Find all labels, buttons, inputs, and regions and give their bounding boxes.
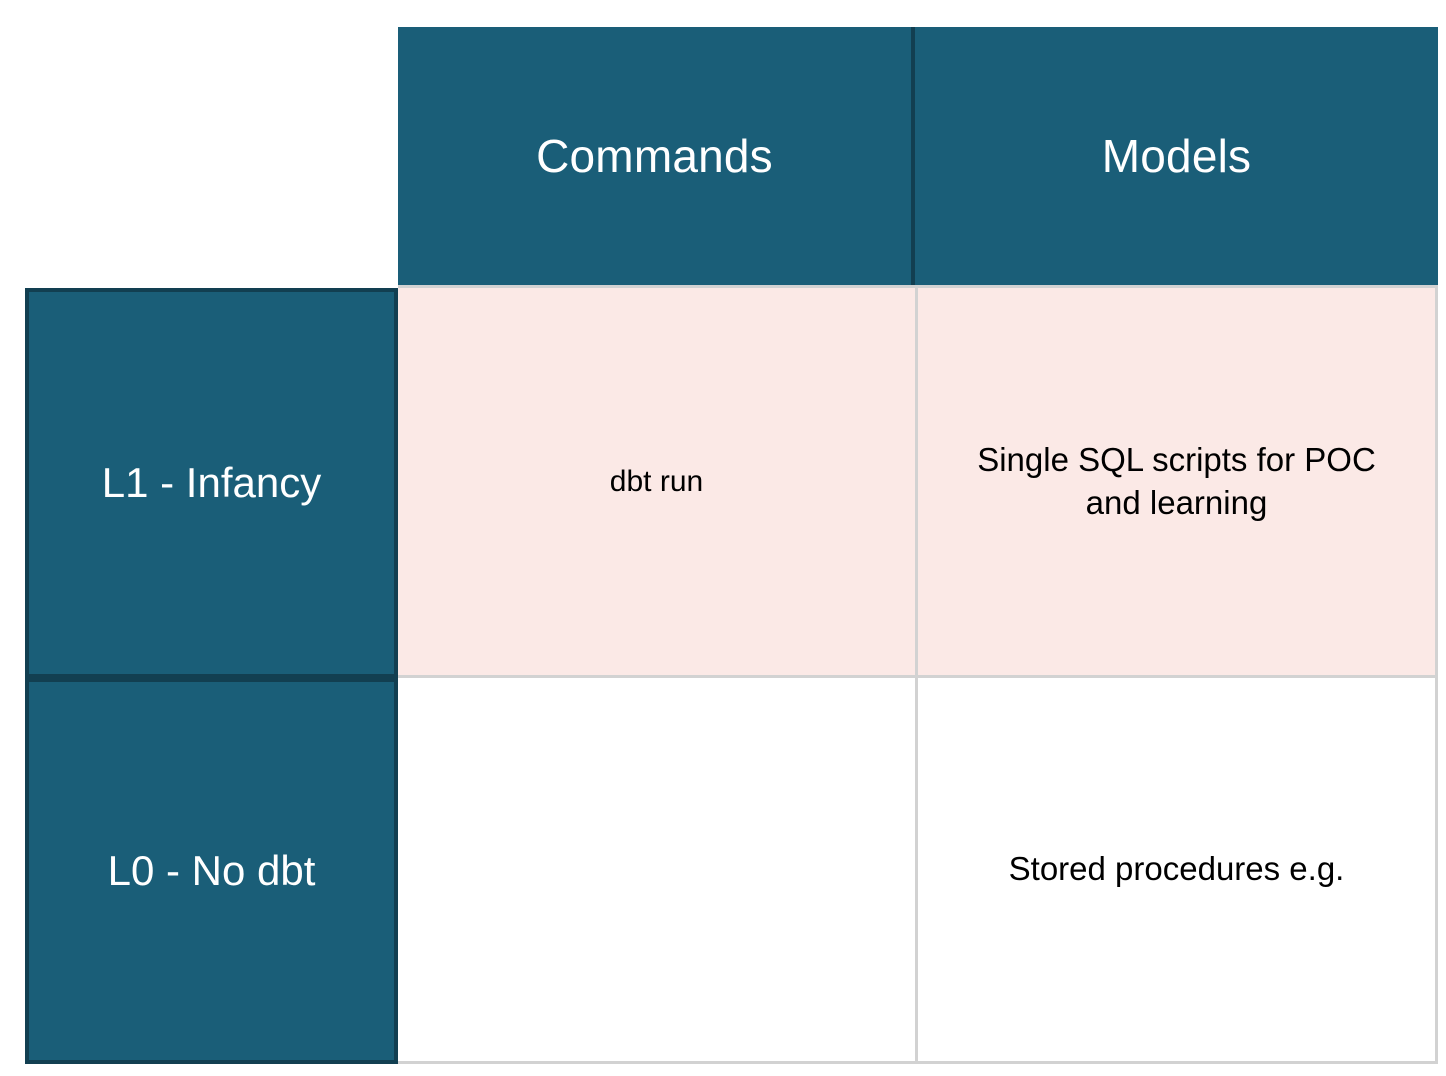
column-header-commands: Commands [398, 27, 915, 285]
cell-l0-models-text: Stored procedures e.g. [1008, 850, 1345, 888]
cell-l1-commands: dbt run [398, 285, 918, 678]
row-header-l1-infancy: L1 - Infancy [25, 288, 398, 678]
cell-l1-models-text: Single SQL scripts for POC and learning [977, 440, 1376, 521]
row-header-l1-infancy-label: L1 - Infancy [101, 458, 322, 506]
cell-l1-commands-text: dbt run [609, 465, 704, 498]
column-header-models-label: Models [1101, 129, 1252, 182]
column-header-models: Models [915, 27, 1438, 285]
column-header-commands-label: Commands [536, 129, 773, 182]
cell-l0-commands [398, 678, 918, 1064]
row-header-l0-no-dbt-label: L0 - No dbt [107, 846, 316, 894]
table-row: dbt run Single SQL scripts for POC and l… [398, 285, 1438, 678]
table-row: Stored procedures e.g. [398, 678, 1438, 1064]
matrix-body: dbt run Single SQL scripts for POC and l… [398, 285, 1438, 1064]
cell-l0-models: Stored procedures e.g. [918, 678, 1438, 1064]
cell-l1-models: Single SQL scripts for POC and learning [918, 285, 1438, 678]
column-header-row: Commands Models [398, 27, 1438, 285]
row-header-l0-no-dbt: L0 - No dbt [25, 678, 398, 1064]
